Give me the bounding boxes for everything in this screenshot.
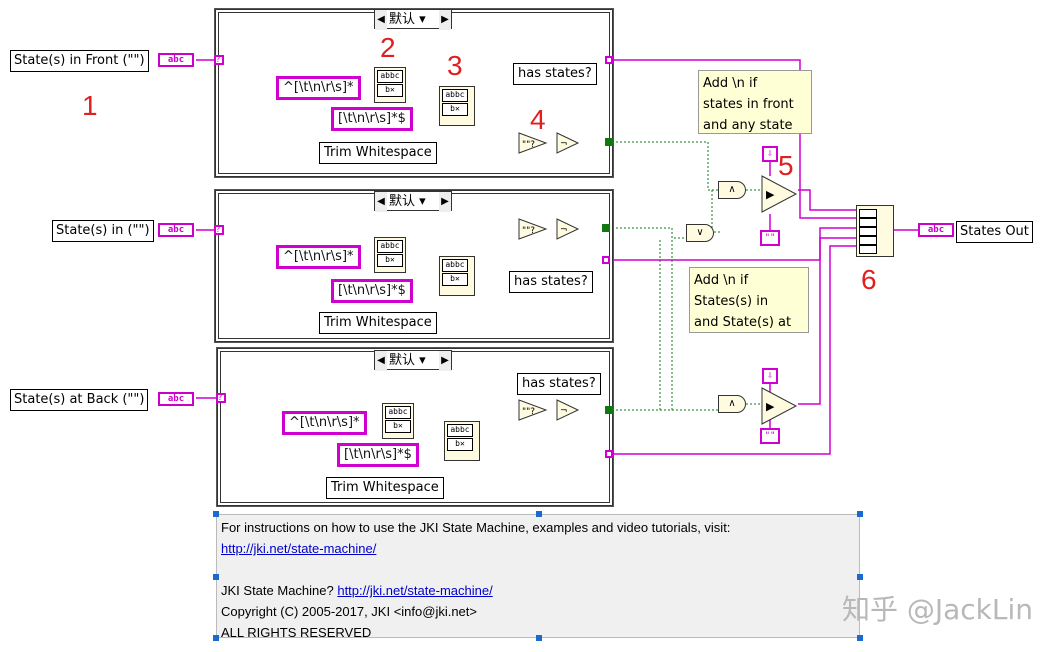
regex-trailing-back[interactable]: [\t\n\r\s]*$ (337, 443, 419, 467)
step-number-6: 6 (861, 264, 877, 295)
or-gate-middle[interactable]: ∨ (686, 224, 714, 242)
control-front[interactable]: State(s) in Front ("") (10, 50, 149, 72)
newline-const-bottom[interactable]: ⇩ (762, 368, 778, 384)
case-selector-front[interactable]: ◀ 默认 ▾ ▶ (374, 9, 452, 30)
select-bottom[interactable]: ▶ (760, 386, 800, 426)
comment-rights: ALL RIGHTS RESERVED (221, 625, 372, 640)
and-gate-bottom[interactable]: ∧ (718, 395, 746, 413)
watermark: 知乎 @JackLin (841, 593, 1033, 626)
control-back[interactable]: State(s) at Back ("") (10, 389, 149, 411)
case-selector-in[interactable]: ◀ 默认 ▾ ▶ (374, 191, 452, 212)
regex-leading-back[interactable]: ^[\t\n\r\s]* (282, 411, 367, 435)
selector-tunnel-back: ? (216, 393, 226, 403)
terminal-in[interactable]: abc (158, 223, 194, 237)
selector-next-icon[interactable]: ▶ (439, 192, 451, 212)
resize-handle[interactable] (857, 511, 863, 517)
and-gate-top[interactable]: ∧ (718, 181, 746, 199)
selector-tunnel-in: ? (214, 225, 224, 235)
svg-text:""?: ""? (522, 407, 535, 417)
trim-label-back: Trim Whitespace (326, 477, 444, 499)
regex-leading-front[interactable]: ^[\t\n\r\s]* (276, 76, 361, 100)
newline-const-top[interactable]: ⇩ (762, 146, 778, 162)
resize-handle[interactable] (857, 635, 863, 641)
svg-text:""?: ""? (522, 140, 535, 150)
empty-string-compare-back[interactable]: ""? (518, 399, 548, 421)
control-in[interactable]: State(s) in ("") (52, 220, 154, 242)
selector-tunnel-front: ? (214, 55, 224, 65)
select-top[interactable]: ▶ (760, 174, 800, 214)
selector-value: 默认 (389, 353, 416, 368)
selector-prev-icon[interactable]: ◀ (375, 192, 387, 212)
has-states-label-front: has states? (513, 63, 597, 85)
selector-prev-icon[interactable]: ◀ (375, 10, 387, 30)
comment-box[interactable]: For instructions on how to use the JKI S… (216, 514, 860, 640)
not-primitive-front[interactable]: ¬ (556, 132, 580, 154)
not-primitive-in[interactable]: ¬ (556, 218, 580, 240)
empty-string-compare-in[interactable]: ""? (518, 218, 548, 240)
svg-text:""?: ""? (522, 226, 535, 236)
indicator-states-out[interactable]: States Out (956, 221, 1033, 243)
svg-text:▶: ▶ (766, 400, 775, 413)
terminal-back[interactable]: abc (158, 392, 194, 406)
regex-trailing-in[interactable]: [\t\n\r\s]*$ (331, 279, 413, 303)
selector-value: 默认 (389, 194, 416, 209)
empty-string-const-bottom[interactable]: "" (760, 428, 780, 444)
comment-copyright: Copyright (C) 2005-2017, JKI <info@jki.n… (221, 604, 477, 619)
has-states-label-back: has states? (517, 373, 601, 395)
selector-prev-icon[interactable]: ◀ (375, 351, 387, 371)
output-tunnel-bool-in (602, 224, 610, 232)
step-number-2: 2 (380, 32, 396, 63)
selector-next-icon[interactable]: ▶ (439, 351, 451, 371)
comment-line-instructions: For instructions on how to use the JKI S… (221, 520, 731, 535)
note-in: Add \n if States(s) in and State(s) at (689, 267, 809, 333)
has-states-label-in: has states? (509, 271, 593, 293)
not-primitive-back[interactable]: ¬ (556, 399, 580, 421)
comment-link-1[interactable]: http://jki.net/state-machine/ (221, 541, 377, 556)
comment-link-2[interactable]: http://jki.net/state-machine/ (337, 583, 493, 598)
svg-text:¬: ¬ (560, 406, 568, 416)
output-tunnel-bool-back (605, 406, 613, 414)
step-number-5: 5 (778, 150, 794, 181)
step-number-1: 1 (82, 90, 98, 121)
resize-handle[interactable] (536, 635, 542, 641)
step-number-4: 4 (530, 104, 546, 135)
resize-handle[interactable] (213, 574, 219, 580)
terminal-out[interactable]: abc (918, 223, 954, 237)
trim-label-in: Trim Whitespace (319, 312, 437, 334)
output-tunnel-bool-front (605, 138, 613, 146)
resize-handle[interactable] (213, 511, 219, 517)
resize-handle[interactable] (213, 635, 219, 641)
output-tunnel-string-in (602, 256, 610, 264)
terminal-front[interactable]: abc (158, 53, 194, 67)
svg-text:¬: ¬ (560, 139, 568, 149)
comment-line-jki: JKI State Machine? (221, 583, 338, 598)
empty-string-compare-front[interactable]: ""? (518, 132, 548, 154)
note-front: Add \n if states in front and any state (698, 70, 812, 134)
regex-trailing-front[interactable]: [\t\n\r\s]*$ (331, 107, 413, 131)
resize-handle[interactable] (857, 574, 863, 580)
svg-text:¬: ¬ (560, 225, 568, 235)
case-selector-back[interactable]: ◀ 默认 ▾ ▶ (374, 350, 452, 371)
empty-string-const-top[interactable]: "" (760, 230, 780, 246)
regex-leading-in[interactable]: ^[\t\n\r\s]* (276, 245, 361, 269)
selector-next-icon[interactable]: ▶ (439, 10, 451, 30)
selector-value: 默认 (389, 12, 416, 27)
concatenate-strings[interactable] (856, 205, 894, 257)
resize-handle[interactable] (536, 511, 542, 517)
svg-text:▶: ▶ (766, 188, 775, 201)
output-tunnel-string-front (605, 56, 613, 64)
output-tunnel-string-back (605, 450, 613, 458)
step-number-3: 3 (447, 50, 463, 81)
trim-label-front: Trim Whitespace (319, 142, 437, 164)
